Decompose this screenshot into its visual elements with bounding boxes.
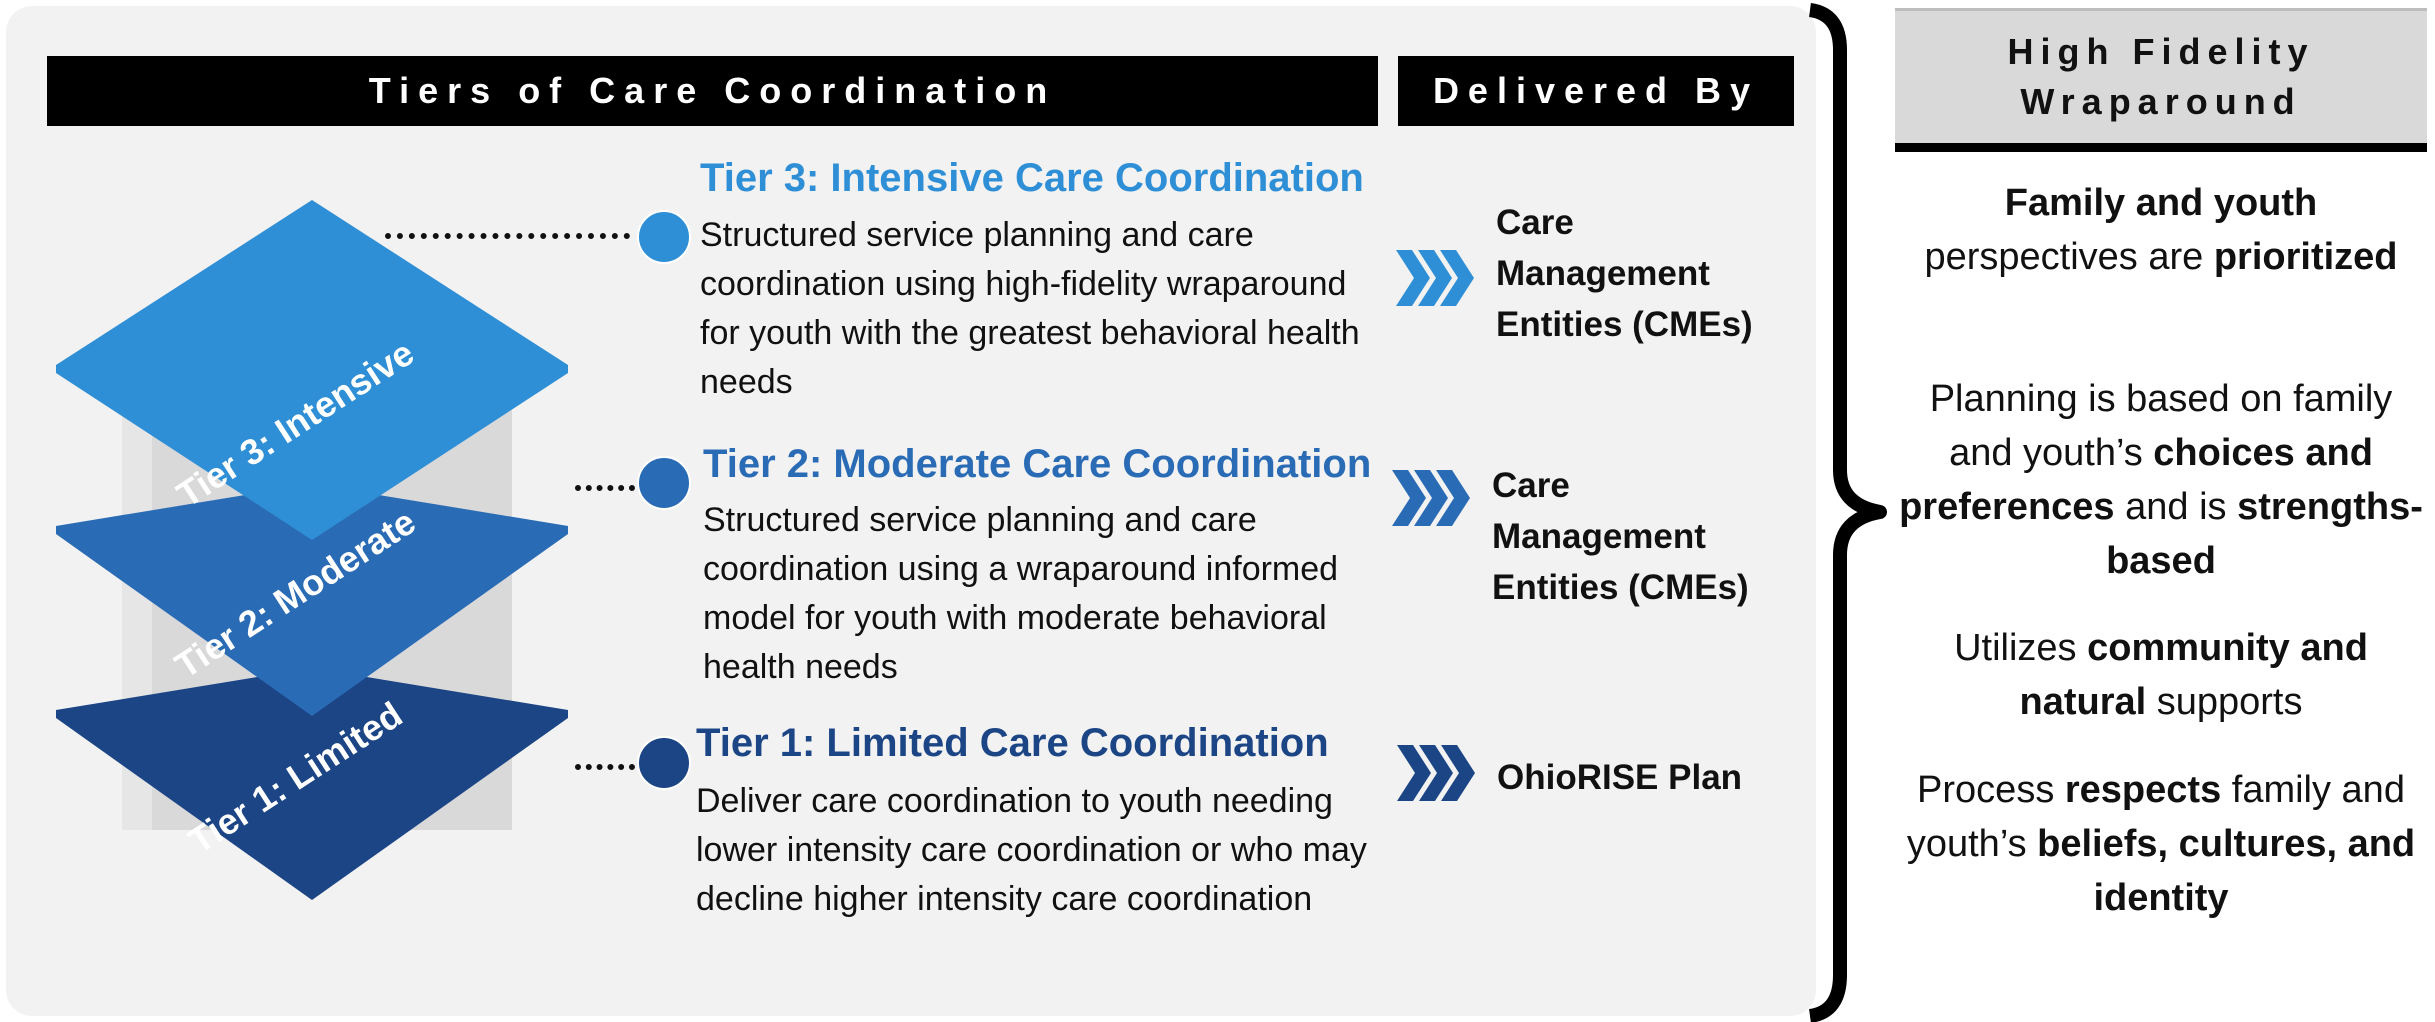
tier1-connector-dots [575,764,635,770]
hfw-title-line1: High Fidelity [2007,31,2315,72]
hfw-point-1-bold-2: prioritized [2213,236,2398,278]
hfw-point-4-bold: respects [2064,769,2222,811]
hfw-point-3-text: Utilizes [1954,627,2088,669]
tier1-title: Tier 1: Limited Care Coordination [696,721,1329,765]
tier2-description: Structured service planning and care coo… [703,501,1339,686]
tier3-delivered-by: Care Management Entities (CMEs) [1496,203,1753,344]
tiers-header: Tiers of Care Coordination [47,56,1378,126]
hfw-title-line2: Wraparound [2020,81,2302,122]
hfw-point-2-bold-2: strengths-based [2106,486,2423,582]
tier3-connector-dots [385,233,630,239]
delivered-by-header: Delivered By [1398,56,1794,126]
hfw-point-2-bold: choices and preferences [1899,432,2373,528]
tier3-chevron-icon [1396,250,1474,306]
hfw-point-4-text: Process [1917,769,2065,811]
tier3-title: Tier 3: Intensive Care Coordination [700,156,1364,200]
hfw-point-4: Process respects family and youth’s beli… [1895,763,2427,925]
tier2-title: Tier 2: Moderate Care Coordination [703,442,1372,486]
hfw-point-3-text-2: supports [2146,681,2303,723]
tier2-diamond: Tier 2: Moderate [56,484,568,716]
tier-stack-graphic: Tier 1: Limited Tier 2: Moderate Tier 3:… [56,200,568,900]
hfw-point-1-bold: Family and youth [2004,182,2318,224]
tier2-connector-dots [575,485,635,491]
tier3-marker-dot [637,210,691,264]
hfw-point-2-text: Planning is based on family and youth’s [1929,378,2393,474]
right-brace [1808,3,1887,1022]
tier3-description: Structured service planning and care coo… [700,216,1360,401]
tier1-chevron-icon [1397,745,1475,801]
tier3-diamond: Tier 3: Intensive [56,200,568,540]
hfw-point-3: Utilizes community and natural supports [1895,621,2427,729]
tier2-chevron-icon [1392,470,1470,526]
tier1-marker-dot [637,736,691,790]
hfw-header: High Fidelity Wraparound [1895,8,2427,152]
hfw-point-4-text-2: family and youth’s [1906,769,2405,865]
tier2-delivered-by: Care Management Entities (CMEs) [1492,466,1749,607]
hfw-point-3-bold: community and natural [2019,627,2368,723]
tier2-marker-dot [637,456,691,510]
tier1-delivered-by: OhioRISE Plan [1497,758,1743,797]
hfw-point-2-text-2: and is [2114,486,2238,528]
hfw-point-2: Planning is based on family and youth’s … [1895,372,2427,588]
tier1-diamond: Tier 1: Limited [56,668,568,900]
hfw-point-1: Family and youth perspectives are priori… [1895,176,2427,284]
hfw-point-1-text: perspectives are [1924,236,2214,278]
hfw-point-4-bold-2: beliefs, cultures, and identity [2037,823,2416,919]
tier1-description: Deliver care coordination to youth needi… [696,782,1367,918]
